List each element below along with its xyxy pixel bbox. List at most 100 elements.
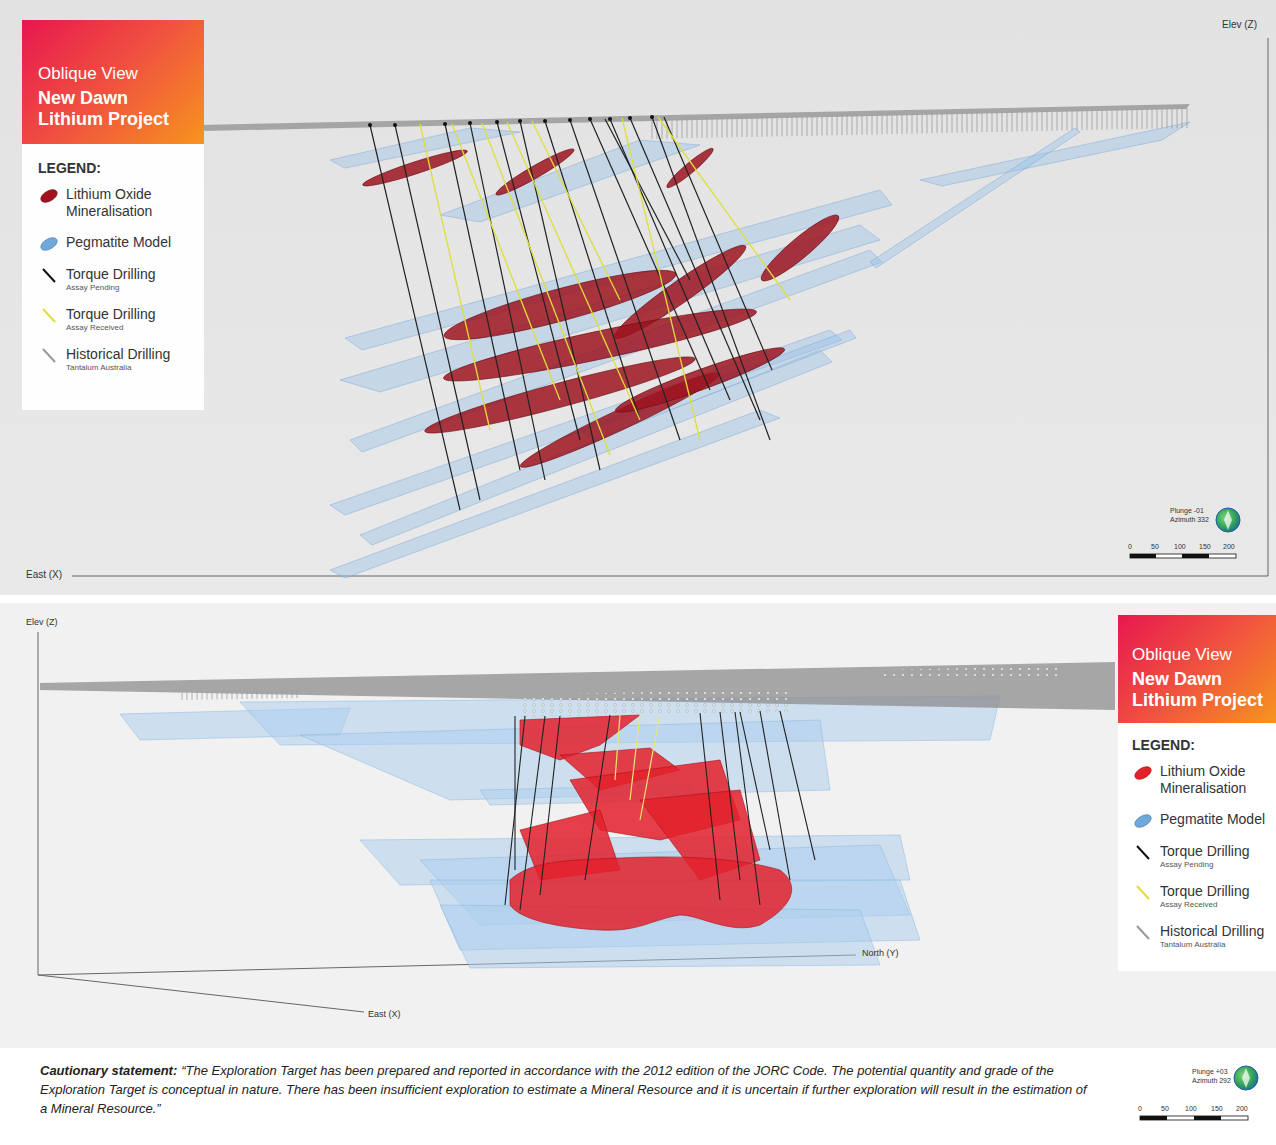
drill-hole-pending (505, 711, 815, 910)
legend-item: Pegmatite Model (1132, 811, 1270, 830)
pegmatite-sheet (120, 696, 1000, 968)
axis-line-part (72, 576, 1268, 577)
drill-collar-part (468, 121, 472, 125)
legend-item: Historical DrillingTantalum Australia (1132, 923, 1270, 950)
drill-hole-received-part (532, 121, 620, 300)
axis-label: Elev (Z) (26, 618, 58, 627)
legend-label: Lithium Oxide Mineralisation (1160, 763, 1270, 798)
surface-plane-part (650, 108, 1190, 139)
legend-swatch (38, 267, 60, 285)
drill-collar-part (628, 116, 632, 120)
compass-icon-part (1242, 1068, 1250, 1088)
legend-line-sample (43, 349, 55, 362)
lithium-mineralisation-part (510, 857, 792, 930)
drill-collar-part (543, 119, 547, 123)
legend-note: Assay Pending (66, 283, 155, 293)
drill-collar (368, 115, 654, 127)
legend-text-group: Torque DrillingAssay Pending (66, 266, 155, 293)
legend-label: Pegmatite Model (66, 234, 171, 252)
surface-plane (200, 104, 1190, 139)
drill-hole-pending-part (740, 712, 770, 850)
legend-item: Historical DrillingTantalum Australia (38, 346, 194, 373)
legend-line-sample (1137, 886, 1149, 899)
pegmatite-sheet-part (330, 410, 780, 578)
legend-color-sample (1133, 764, 1154, 782)
drill-collar-part (608, 117, 612, 121)
axis-label: Elev (Z) (1222, 20, 1257, 30)
drill-hole-pending-part (652, 117, 770, 440)
drill-hole-pending-part (470, 123, 545, 480)
drill-collar-part (393, 123, 397, 127)
legend-text-group: Torque DrillingAssay Pending (1160, 843, 1249, 870)
axis-line-part (1268, 38, 1269, 576)
drill-hole-received-part (630, 714, 640, 800)
axis-label: East (X) (368, 1010, 401, 1019)
legend-line-sample (1137, 926, 1149, 939)
cautionary-statement: Cautionary statement:“The Exploration Ta… (40, 1062, 1090, 1119)
lithium-mineralisation (361, 144, 845, 475)
caption-prefix: Cautionary statement: (40, 1063, 177, 1078)
drill-collar-part (568, 118, 572, 122)
scale-bar-part (1194, 1116, 1221, 1120)
scale-bar (1140, 1116, 1248, 1120)
drill-hole-received (615, 714, 660, 820)
legend-note: Tantalum Australia (66, 363, 170, 373)
legend-item: Torque DrillingAssay Received (38, 306, 194, 333)
legend-heading: LEGEND: (1132, 737, 1270, 753)
legend-panel: LEGEND: Lithium Oxide MineralisationPegma… (1118, 723, 1276, 971)
legend-label: Pegmatite Model (1160, 811, 1265, 829)
legend-swatch (1132, 924, 1154, 942)
view-title: Oblique View (1132, 645, 1268, 665)
axis-line (72, 38, 1268, 576)
compass-icon (1216, 508, 1240, 532)
drill-hole-pending-part (630, 118, 760, 420)
scale-bar (1130, 554, 1236, 558)
drill-hole-pending-part (720, 712, 740, 880)
lithium-mineralisation-part (755, 208, 844, 288)
drill-collar-part (495, 120, 499, 124)
panel-background (0, 0, 1276, 1048)
scale-number: 0 (1128, 543, 1132, 550)
view-title: Oblique View (38, 64, 183, 84)
legend-line-sample (43, 309, 55, 322)
surface-plane-part (180, 690, 300, 700)
axis-label: East (X) (26, 570, 62, 580)
legend-text-group: Historical DrillingTantalum Australia (66, 346, 170, 373)
legend-item: Torque DrillingAssay Received (1132, 883, 1270, 910)
scale-bar-part (1130, 554, 1236, 558)
drill-collar-part (443, 122, 447, 126)
title-box: Oblique ViewNew Dawn Lithium Project (22, 20, 204, 144)
legend-label: Torque Drilling (1160, 843, 1249, 861)
legend-color-sample (1133, 812, 1154, 830)
scale-number: 150 (1211, 1105, 1223, 1112)
drill-hole-received-part (658, 117, 790, 300)
legend-note: Tantalum Australia (1160, 940, 1264, 950)
legend-text-group: Pegmatite Model (66, 234, 171, 252)
pegmatite-sheet (330, 122, 1190, 578)
scale-number: 200 (1223, 543, 1235, 550)
legend-swatch (1132, 844, 1154, 862)
drill-hole-pending-part (700, 713, 720, 900)
legend-text-group: Pegmatite Model (1160, 811, 1265, 829)
axis-line-part (38, 975, 364, 1012)
legend-text-group: Torque DrillingAssay Received (66, 306, 155, 333)
legend-text-group: Historical DrillingTantalum Australia (1160, 923, 1264, 950)
drill-hole-pending-part (497, 122, 580, 440)
drill-hole-received-part (615, 715, 620, 780)
drill-hole-pending-part (445, 124, 520, 470)
drill-hole-received-part (622, 118, 700, 440)
view-parameter: Plunge -01 (1170, 507, 1204, 514)
view-parameter: Azimuth 332 (1170, 516, 1209, 523)
legend-text-group: Lithium Oxide Mineralisation (66, 186, 194, 221)
view-parameter: Plunge +03 (1192, 1068, 1228, 1075)
scale-bar-part (1140, 1116, 1167, 1120)
legend-swatch (38, 347, 60, 365)
legend-item: Torque DrillingAssay Pending (1132, 843, 1270, 870)
drill-collar-part (588, 117, 592, 121)
pegmatite-sheet-part (870, 128, 1080, 268)
surface-plane-part (520, 689, 790, 717)
scale-bar-part (1130, 554, 1156, 558)
scale-number: 100 (1174, 543, 1186, 550)
drill-hole-pending-part (585, 715, 610, 880)
compass-icon (1234, 1066, 1258, 1090)
